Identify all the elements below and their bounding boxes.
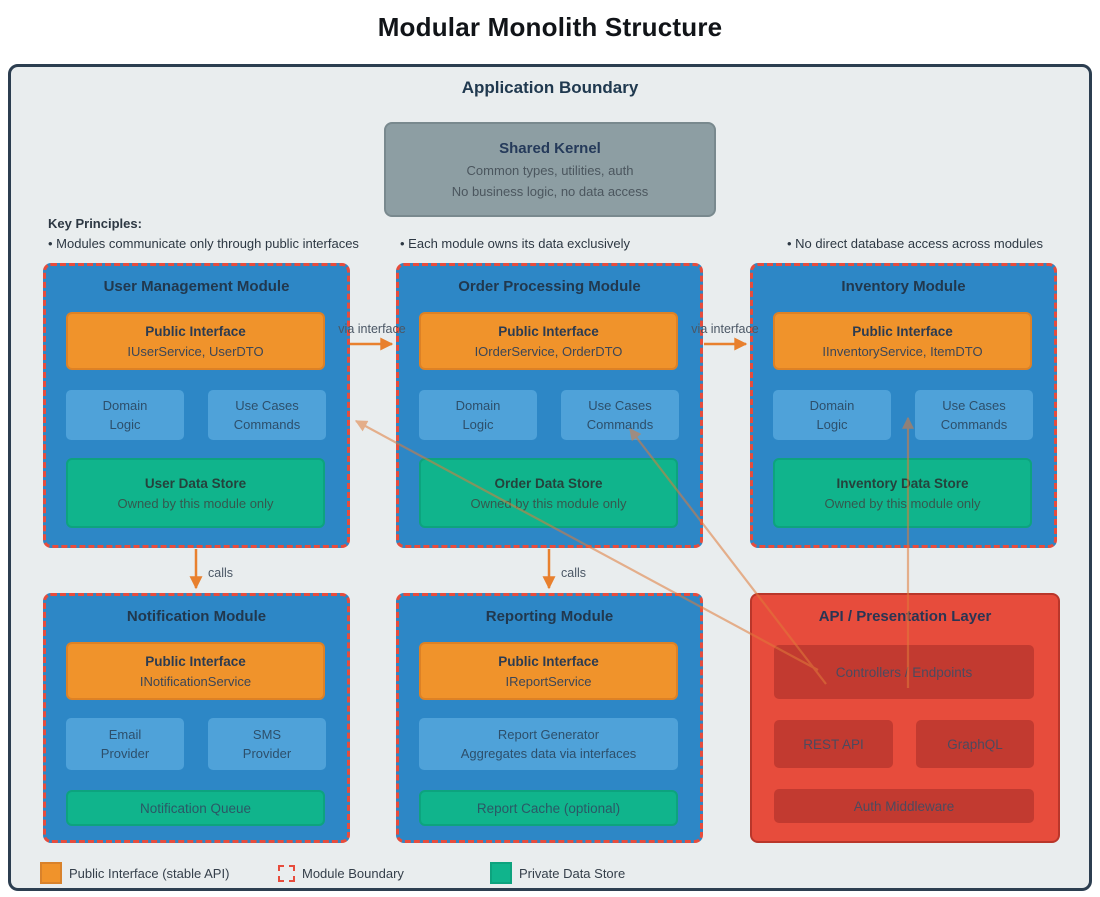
public-interface-detail: INotificationService bbox=[139, 673, 252, 689]
domain-logic-box: Domain Logic bbox=[66, 390, 184, 440]
module-order-processing: Order Processing Module Public Interface… bbox=[396, 263, 703, 548]
email-provider-box: Email Provider bbox=[66, 718, 184, 770]
data-store-title: Inventory Data Store bbox=[836, 475, 969, 491]
public-interface-box: Public Interface INotificationService bbox=[66, 642, 325, 700]
legend-item-private-data-store: Private Data Store bbox=[490, 861, 625, 885]
public-interface-detail: IReportService bbox=[505, 673, 592, 689]
module-inventory: Inventory Module Public Interface IInven… bbox=[750, 263, 1057, 548]
public-interface-title: Public Interface bbox=[145, 323, 246, 339]
via-interface-label-1: via interface bbox=[338, 322, 406, 336]
api-presentation-layer: API / Presentation Layer Controllers / E… bbox=[750, 593, 1060, 843]
notification-queue-label: Notification Queue bbox=[139, 800, 252, 816]
page-title: Modular Monolith Structure bbox=[377, 12, 723, 42]
domain-logic-box: Domain Logic bbox=[773, 390, 891, 440]
controllers-endpoints-box: Controllers / Endpoints bbox=[774, 645, 1034, 699]
calls-label-1: calls bbox=[208, 566, 234, 580]
public-interface-title: Public Interface bbox=[498, 323, 599, 339]
graphql-box: GraphQL bbox=[916, 720, 1034, 768]
key-principle-3: • No direct database access across modul… bbox=[787, 236, 1044, 251]
sms-provider-box: SMS Provider bbox=[208, 718, 326, 770]
key-principle-1: • Modules communicate only through publi… bbox=[48, 236, 359, 251]
shared-kernel-title: Shared Kernel bbox=[499, 140, 601, 157]
via-interface-label-2: via interface bbox=[691, 322, 759, 336]
legend-item-module-boundary: Module Boundary bbox=[278, 861, 404, 885]
use-cases-box: Use Cases Commands bbox=[208, 390, 326, 440]
report-cache-label: Report Cache (optional) bbox=[476, 800, 621, 816]
module-reporting: Reporting Module Public Interface IRepor… bbox=[396, 593, 703, 843]
api-layer-title: API / Presentation Layer bbox=[818, 608, 992, 625]
data-store-detail: Owned by this module only bbox=[117, 495, 274, 511]
module-title: User Management Module bbox=[103, 278, 290, 295]
module-title: Reporting Module bbox=[485, 608, 614, 625]
notification-queue-box: Notification Queue bbox=[66, 790, 325, 826]
data-store-box: Order Data Store Owned by this module on… bbox=[419, 458, 678, 528]
public-interface-swatch bbox=[40, 862, 62, 884]
data-store-box: Inventory Data Store Owned by this modul… bbox=[773, 458, 1032, 528]
legend-label: Private Data Store bbox=[519, 865, 626, 881]
module-title: Order Processing Module bbox=[458, 278, 641, 295]
use-cases-box: Use Cases Commands bbox=[561, 390, 679, 440]
public-interface-title: Public Interface bbox=[852, 323, 953, 339]
domain-logic-box: Domain Logic bbox=[419, 390, 537, 440]
use-cases-box: Use Cases Commands bbox=[915, 390, 1033, 440]
public-interface-box: Public Interface IUserService, UserDTO bbox=[66, 312, 325, 370]
module-title: Notification Module bbox=[126, 608, 267, 625]
application-boundary-label: Application Boundary bbox=[461, 78, 639, 97]
public-interface-box: Public Interface IOrderService, OrderDTO bbox=[419, 312, 678, 370]
public-interface-box: Public Interface IReportService bbox=[419, 642, 678, 700]
key-principles-heading: Key Principles: bbox=[48, 216, 142, 231]
public-interface-detail: IOrderService, OrderDTO bbox=[474, 343, 623, 359]
data-store-title: Order Data Store bbox=[494, 475, 603, 491]
private-data-store-swatch bbox=[490, 862, 512, 884]
shared-kernel-box: Shared Kernel Common types, utilities, a… bbox=[384, 122, 716, 217]
module-title: Inventory Module bbox=[841, 278, 966, 295]
public-interface-detail: IUserService, UserDTO bbox=[127, 343, 264, 359]
report-generator-box: Report Generator Aggregates data via int… bbox=[419, 718, 678, 770]
legend-label: Module Boundary bbox=[302, 865, 404, 881]
module-notification: Notification Module Public Interface INo… bbox=[43, 593, 350, 843]
report-cache-box: Report Cache (optional) bbox=[419, 790, 678, 826]
data-store-box: User Data Store Owned by this module onl… bbox=[66, 458, 325, 528]
legend-label: Public Interface (stable API) bbox=[69, 865, 230, 881]
legend-item-public-interface: Public Interface (stable API) bbox=[40, 861, 229, 885]
data-store-detail: Owned by this module only bbox=[470, 495, 627, 511]
public-interface-box: Public Interface IInventoryService, Item… bbox=[773, 312, 1032, 370]
rest-api-box: REST API bbox=[774, 720, 893, 768]
public-interface-title: Public Interface bbox=[145, 653, 246, 669]
module-boundary-swatch bbox=[278, 864, 295, 882]
calls-label-2: calls bbox=[561, 566, 587, 580]
data-store-title: User Data Store bbox=[144, 475, 247, 491]
public-interface-title: Public Interface bbox=[498, 653, 599, 669]
shared-kernel-line-2: No business logic, no data access bbox=[451, 184, 649, 199]
public-interface-detail: IInventoryService, ItemDTO bbox=[822, 343, 983, 359]
data-store-detail: Owned by this module only bbox=[824, 495, 981, 511]
auth-middleware-box: Auth Middleware bbox=[774, 789, 1034, 823]
module-user-management: User Management Module Public Interface … bbox=[43, 263, 350, 548]
key-principle-2: • Each module owns its data exclusively bbox=[400, 236, 630, 251]
shared-kernel-line-1: Common types, utilities, auth bbox=[466, 163, 634, 178]
